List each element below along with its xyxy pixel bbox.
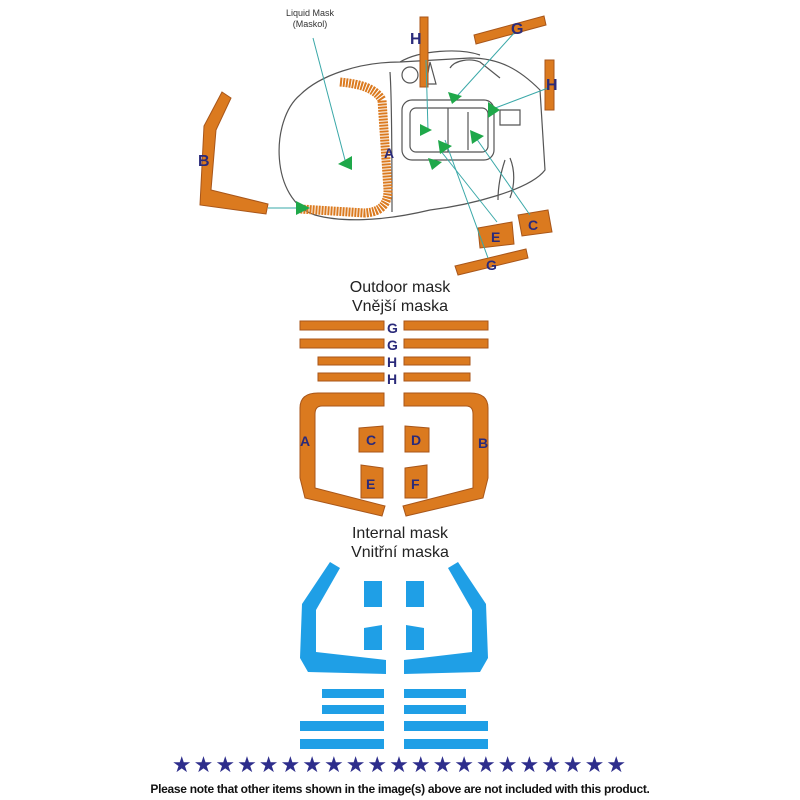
liquid-mask-callout: Liquid Mask (Maskol): [270, 8, 350, 30]
disclaimer-footer: Please note that other items shown in th…: [150, 782, 650, 796]
outdoor-strip-g1-left: [299, 320, 385, 331]
internal-piece-lower-right: [406, 625, 424, 650]
outdoor-piece-c: [358, 425, 384, 453]
internal-strip-3-right: [404, 721, 488, 731]
internal-piece-upper-left: [364, 581, 382, 607]
label-a-sheet: A: [300, 433, 310, 449]
label-g-row2: G: [387, 337, 398, 353]
arrow-icon: [338, 156, 352, 170]
outdoor-mask-title-cz: Vnější maska: [351, 298, 449, 315]
outdoor-frame-b: [402, 392, 489, 517]
outdoor-strip-g2-right: [403, 338, 489, 349]
internal-mask-sheet: [300, 562, 488, 749]
label-h-illustration-right: H: [546, 77, 558, 94]
outdoor-strip-h1-left: [317, 356, 385, 366]
label-a-illustration: A: [384, 145, 394, 161]
outdoor-piece-d: [404, 425, 430, 453]
outdoor-strip-g2-left: [299, 338, 385, 349]
outdoor-frame-a: [299, 392, 386, 517]
illustration-piece-b: [199, 91, 269, 215]
internal-mask-title: Internal mask Vnitřní maska: [0, 524, 800, 562]
internal-mask-title-cz: Vnitřní maska: [351, 544, 449, 561]
canopy-frame-a: [299, 77, 393, 218]
outdoor-strip-h2-left: [317, 372, 385, 382]
internal-mask-title-en: Internal mask: [351, 525, 449, 542]
illustration-piece-h-right: [544, 59, 555, 111]
internal-strip-1-left: [322, 689, 384, 698]
arrow-icon: [470, 130, 484, 144]
arrowheads: [296, 92, 500, 215]
illustration-piece-e: [477, 221, 515, 249]
outdoor-mask-title: Outdoor mask Vnější maska: [0, 278, 800, 316]
label-g-illustration-bottom: G: [486, 257, 497, 273]
illustration-piece-g-top: [473, 15, 547, 45]
label-b-illustration: B: [198, 153, 210, 170]
helicopter-illustration: [278, 50, 546, 221]
arrow-icon: [448, 92, 462, 104]
arrow-icon: [438, 140, 452, 154]
internal-frame-right: [404, 562, 488, 674]
arrow-icon: [420, 124, 432, 136]
label-c-sheet: C: [366, 432, 376, 448]
label-h-row1: H: [387, 354, 397, 370]
illustration-piece-c: [517, 209, 553, 237]
internal-frame-left: [300, 562, 386, 674]
internal-piece-upper-right: [406, 581, 424, 607]
internal-strip-1-right: [404, 689, 466, 698]
outdoor-strip-h2-right: [403, 372, 471, 382]
arrow-icon: [488, 102, 500, 118]
arrow-icon: [296, 201, 310, 215]
label-d-sheet: D: [411, 432, 421, 448]
outdoor-strip-h1-right: [403, 356, 471, 366]
internal-strip-2-right: [404, 705, 466, 714]
star-row: ★★★★★★★★★★★★★★★★★★★★★: [171, 752, 629, 777]
callout-line-1: Liquid Mask: [285, 8, 335, 18]
illustration-piece-g-bottom: [454, 248, 529, 276]
label-b-sheet: B: [478, 435, 488, 451]
outdoor-piece-e: [360, 464, 384, 499]
internal-strip-4-left: [300, 739, 384, 749]
label-g-row1: G: [387, 320, 398, 336]
label-c-illustration: C: [528, 217, 538, 233]
label-e-illustration: E: [491, 229, 500, 245]
label-h-row2: H: [387, 371, 397, 387]
outdoor-mask-sheet: G G H H A B C D E F: [299, 320, 489, 517]
illustration-piece-h-left: [419, 16, 429, 88]
internal-strip-4-right: [404, 739, 488, 749]
label-h-illustration-left: H: [410, 31, 422, 48]
pointer-lines: [268, 31, 549, 259]
label-f-sheet: F: [411, 476, 420, 492]
label-e-sheet: E: [366, 476, 375, 492]
internal-strip-2-left: [322, 705, 384, 714]
internal-strip-3-left: [300, 721, 384, 731]
outdoor-strip-g1-right: [403, 320, 489, 331]
callout-line-2: (Maskol): [292, 19, 328, 29]
label-g-illustration-top: G: [511, 21, 523, 38]
outdoor-mask-title-en: Outdoor mask: [349, 279, 451, 296]
arrow-icon: [428, 158, 442, 170]
outdoor-piece-f: [404, 464, 428, 499]
internal-piece-lower-left: [364, 625, 382, 650]
